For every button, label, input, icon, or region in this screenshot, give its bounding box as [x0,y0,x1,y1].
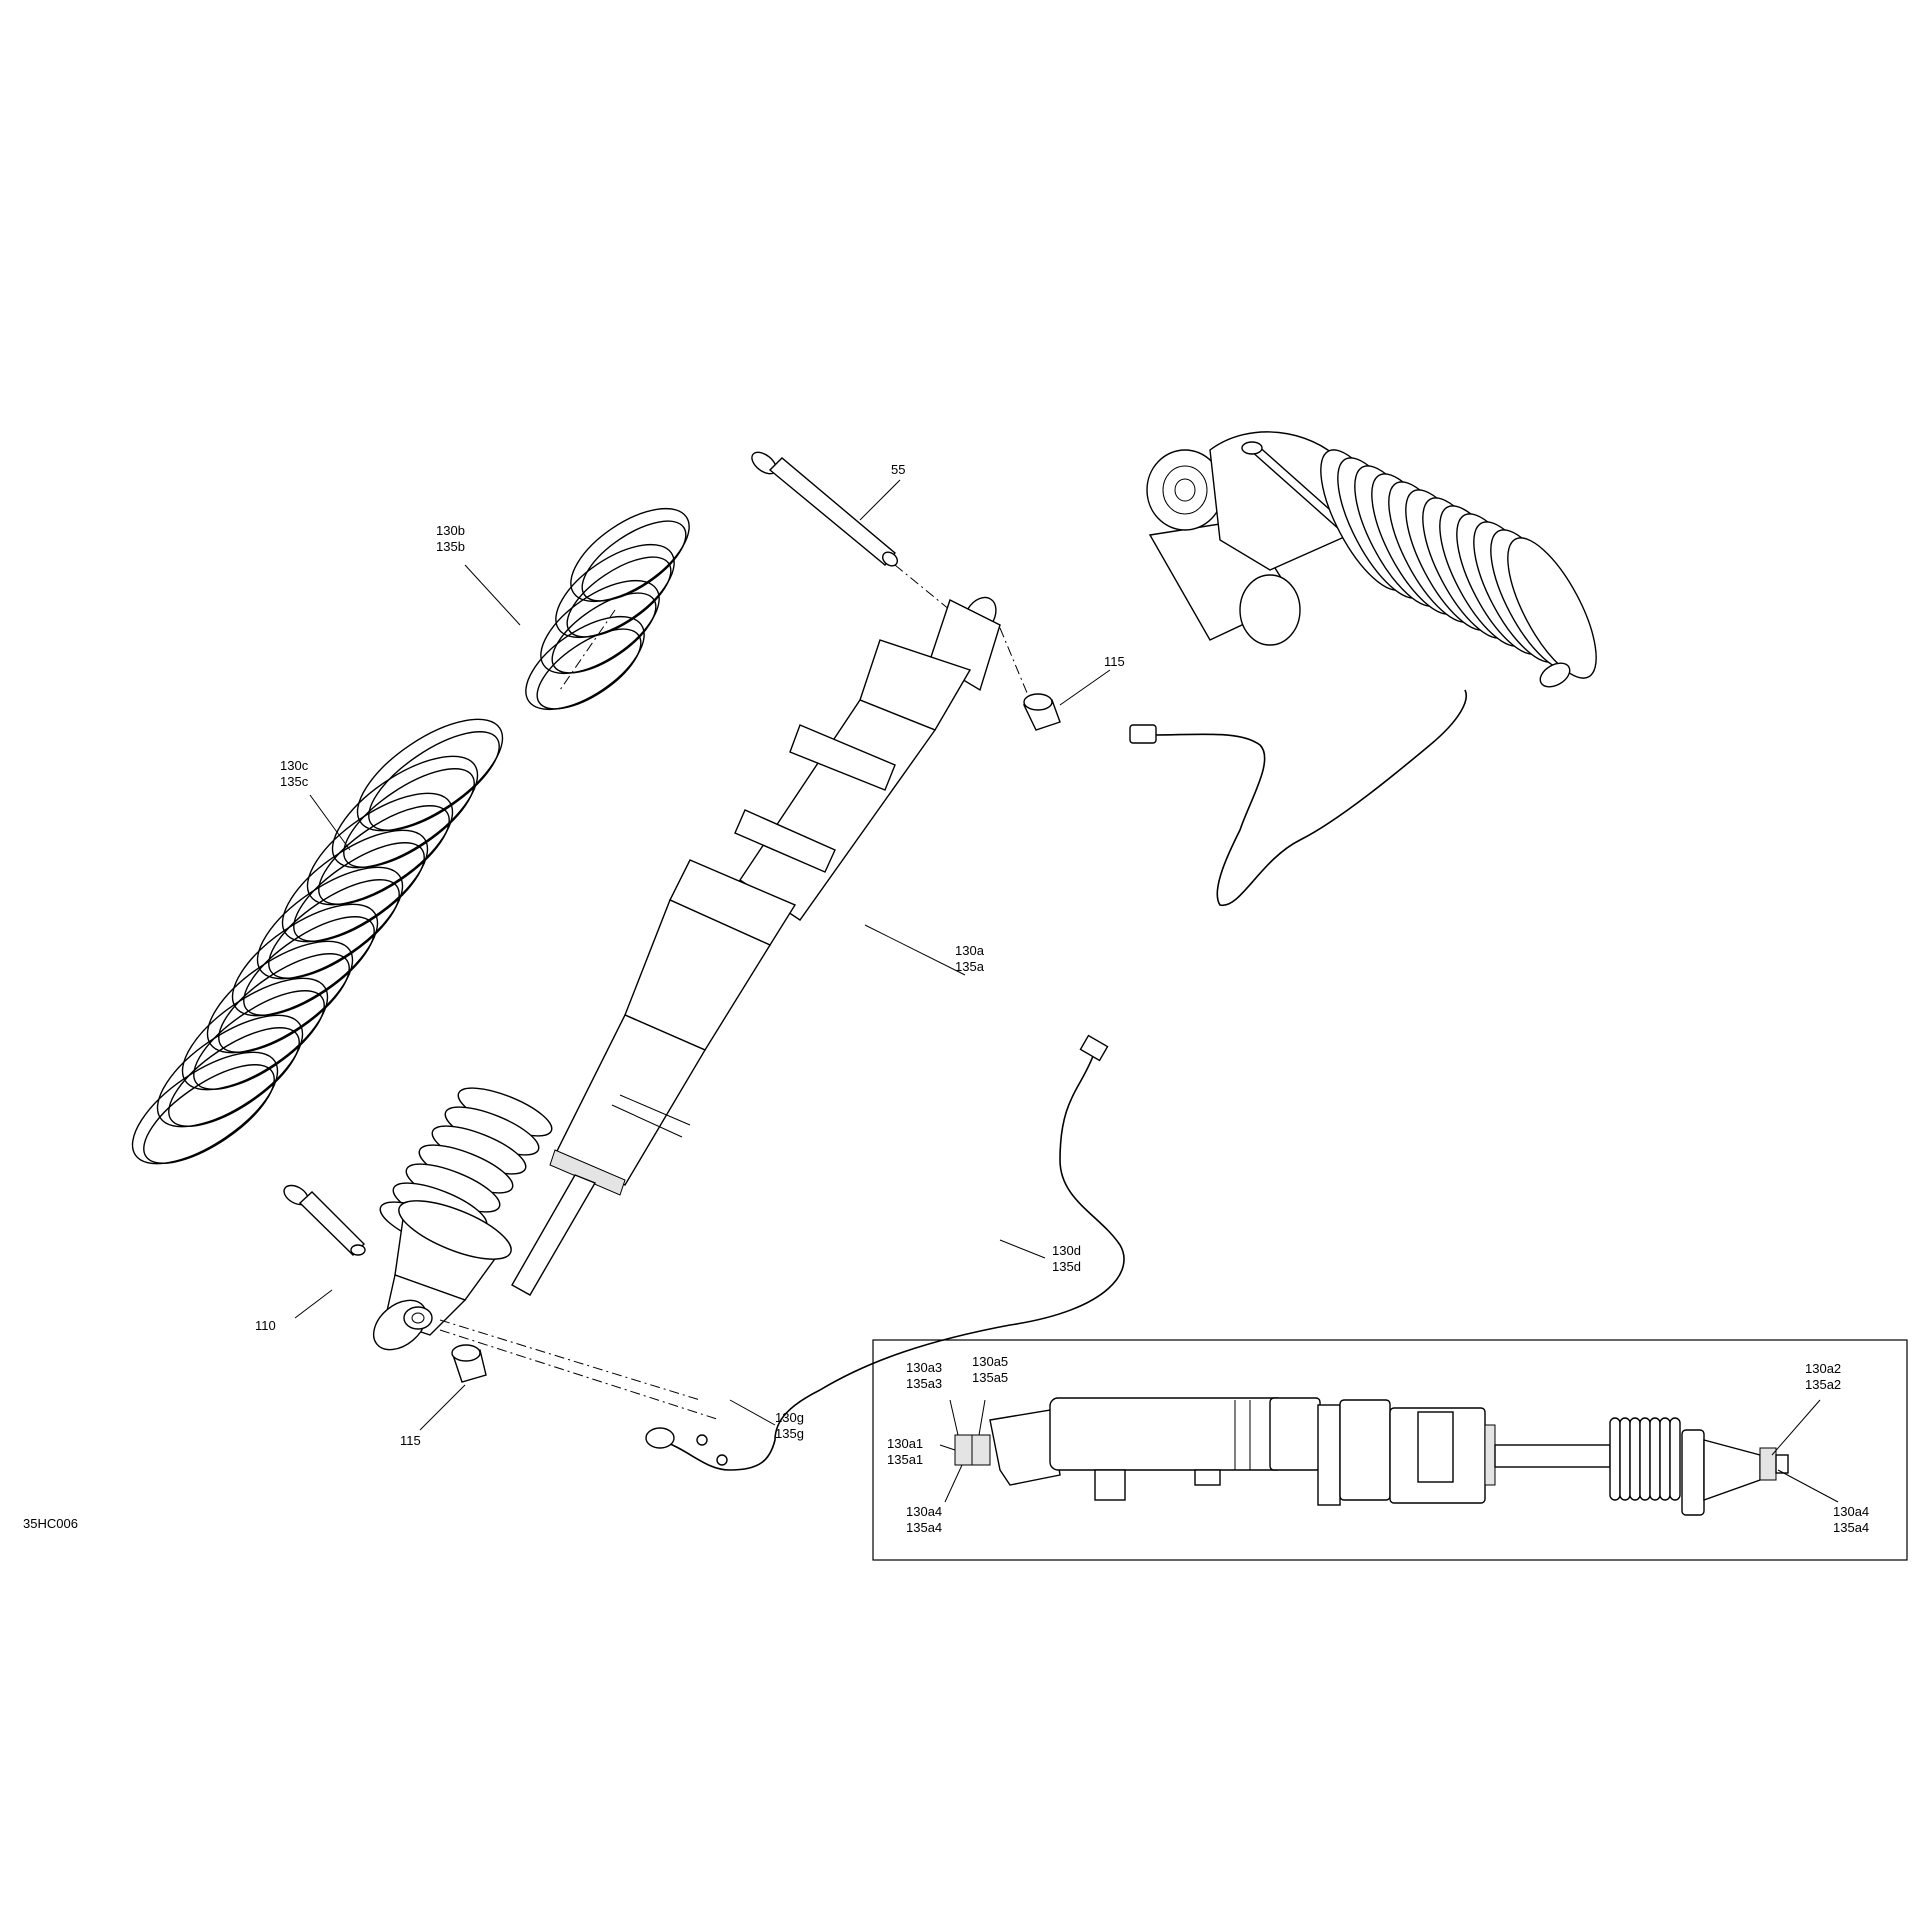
spring-coil [231,903,379,1017]
callout-135g: 135g [775,1426,804,1441]
assembled-shock-view [1129,431,1597,906]
spring-coil [540,579,660,675]
spring-coil [356,718,504,832]
bolt-110 [283,1184,366,1256]
spring-coil [181,977,329,1091]
spring-coil-inner [268,879,400,979]
callout-135b: 135b [436,539,465,554]
callout-130a4-left: 130a4 [906,1504,942,1519]
callout-135d: 135d [1052,1259,1081,1274]
spring-lower [131,718,504,1165]
spring-coil-inner [168,1027,300,1127]
inset-bellows-fold [1669,1417,1681,1501]
sensor-wire-130d [645,1034,1125,1471]
spring-coil-inner [536,628,642,710]
spring-coil [331,755,479,869]
drawing-code: 35HC006 [23,1516,78,1531]
bolt-55 [751,451,899,567]
inset-bellows [1609,1417,1681,1501]
nut-115-bottom [451,1344,487,1383]
callout-135a3: 135a3 [906,1376,942,1391]
spring-upper [525,507,690,711]
detail-inset-frame [872,1339,1908,1561]
spring-axis-line [559,609,616,691]
spring-coil-inner [143,1064,275,1164]
callout-130a1: 130a1 [887,1436,923,1451]
spring-coil-inner [218,953,350,1053]
callout-130a5: 130a5 [972,1354,1008,1369]
spring-coil [281,829,429,943]
callout-135c: 135c [280,774,309,789]
spring-coil-inner [368,731,500,831]
callout-135a1: 135a1 [887,1452,923,1467]
callout-135a5: 135a5 [972,1370,1008,1385]
spring-coil [555,543,675,639]
callout-130a4-right: 130a4 [1833,1504,1869,1519]
callout-135a4-right: 135a4 [1833,1520,1869,1535]
callout-135a2: 135a2 [1805,1377,1841,1392]
spring-coil-inner [243,916,375,1016]
spring-coil [206,940,354,1054]
inset-bellows-fold [1629,1417,1641,1501]
callout-115-bottom: 115 [400,1433,421,1448]
inset-bellows-fold [1609,1417,1621,1501]
callout-130a: 130a [955,943,985,958]
spring-coil [256,866,404,980]
callout-115-top: 115 [1104,654,1125,669]
lower-mount-axis [439,1319,701,1401]
spring-coil [131,1051,279,1165]
spring-coil-inner [318,805,450,905]
spring-coil-inner [293,842,425,942]
inset-bellows-fold [1649,1417,1661,1501]
inset-bellows-fold [1639,1417,1651,1501]
spring-coil [156,1014,304,1128]
spring-coil-inner [193,990,325,1090]
assembled-coil [1507,537,1597,679]
callout-130b: 130b [436,523,465,538]
spring-coil [525,615,645,711]
callout-130c: 130c [280,758,309,773]
callout-55: 55 [891,462,905,477]
callout-130g: 130g [775,1410,804,1425]
inset-bellows-fold [1619,1417,1631,1501]
callout-130a3: 130a3 [906,1360,942,1375]
callout-135a: 135a [955,959,985,974]
callout-130a2: 130a2 [1805,1361,1841,1376]
assembled-spring [1320,449,1597,679]
spring-coil [570,507,690,603]
leader-lines [294,479,1839,1503]
bolt-55-axis [894,564,951,611]
spring-coil-inner [551,592,657,674]
inset-bellows-fold [1659,1417,1671,1501]
callout-110: 110 [255,1318,276,1333]
callout-135a4-left: 135a4 [906,1520,942,1535]
spring-coil [306,792,454,906]
shock-absorber-main [372,596,1001,1351]
upper-mount-axis [999,627,1031,701]
spring-coil-inner [343,768,475,868]
callout-130d: 130d [1052,1243,1081,1258]
inset-shock-side-view [954,1397,1789,1516]
lower-mount-axis-2 [439,1329,721,1421]
nut-115-top [1022,693,1061,731]
